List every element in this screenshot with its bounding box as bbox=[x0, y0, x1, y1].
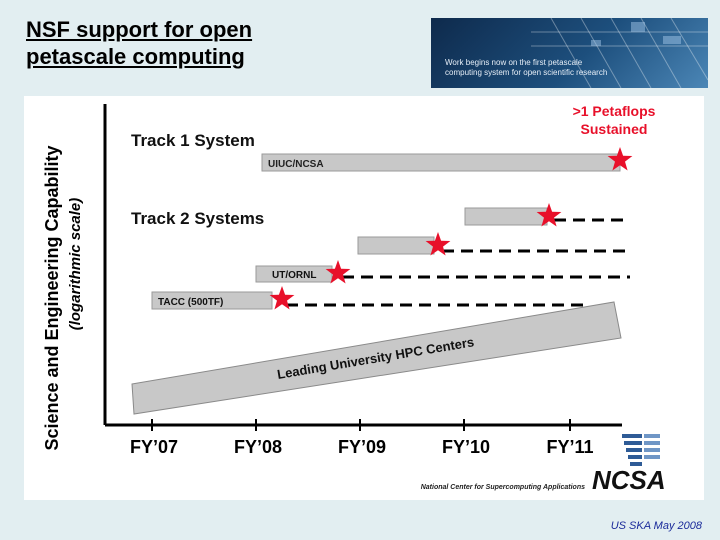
slide-title-line-2: petascale computing bbox=[26, 44, 245, 69]
track2-bar-3 bbox=[357, 236, 435, 255]
track2-bar-utornl bbox=[255, 265, 333, 283]
star-track2-3 bbox=[425, 232, 451, 256]
star-tacc bbox=[269, 286, 295, 310]
track1-bar-label: UIUC/NCSA bbox=[268, 159, 324, 170]
banner-caption-line-2: computing system for open scientific res… bbox=[445, 68, 608, 77]
track2-heading: Track 2 Systems bbox=[131, 209, 264, 228]
star-utornl bbox=[325, 260, 351, 284]
goal-label-line-1: >1 Petaflops bbox=[573, 103, 656, 119]
ncsa-logo-text: NCSA bbox=[592, 465, 666, 495]
star-track1 bbox=[607, 147, 633, 171]
track2-bar-utornl-label: UT/ORNL bbox=[272, 270, 316, 281]
x-tick-fy11: FY’11 bbox=[546, 437, 593, 457]
university-band bbox=[131, 301, 622, 415]
banner-caption-line-1: Work begins now on the first petascale bbox=[445, 58, 583, 67]
ncsa-logo: NCSA bbox=[592, 434, 666, 495]
slide-title-line-1: NSF support for open bbox=[26, 17, 253, 42]
banner-image: Work begins now on the first petascale c… bbox=[431, 18, 708, 88]
x-tick-fy09: FY’09 bbox=[338, 437, 386, 457]
track2-bar-4 bbox=[464, 207, 548, 226]
slide-title: NSF support for open petascale computing bbox=[26, 16, 406, 70]
track1-heading: Track 1 System bbox=[131, 131, 255, 150]
y-axis-subtitle: (logarithmic scale) bbox=[67, 198, 84, 331]
y-axis-title: Science and Engineering Capability bbox=[42, 145, 62, 450]
goal-label-line-2: Sustained bbox=[581, 121, 648, 137]
star-track2-4 bbox=[536, 203, 562, 227]
x-tick-fy08: FY’08 bbox=[234, 437, 282, 457]
ncsa-tagline: National Center for Supercomputing Appli… bbox=[421, 484, 585, 491]
roadmap-panel: Science and Engineering Capability (loga… bbox=[24, 96, 704, 500]
track2-bar-tacc bbox=[151, 291, 273, 310]
x-tick-fy07: FY’07 bbox=[130, 437, 178, 457]
slide-footer: US SKA May 2008 bbox=[610, 520, 702, 532]
x-tick-fy10: FY’10 bbox=[442, 437, 490, 457]
track2-bar-tacc-label: TACC (500TF) bbox=[158, 297, 223, 308]
